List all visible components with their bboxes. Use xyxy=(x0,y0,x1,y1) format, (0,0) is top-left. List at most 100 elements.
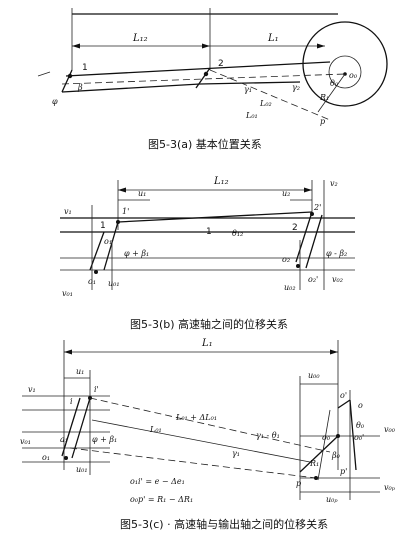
b-label-1: 1 xyxy=(100,221,106,231)
c-label-pprime: p' xyxy=(340,467,347,476)
a-link-1 xyxy=(61,69,73,93)
c-pin-o1 xyxy=(64,456,68,460)
a-arrow-right xyxy=(202,43,210,49)
b-label-o2p: o₂' xyxy=(308,275,318,284)
c-radius-a xyxy=(299,435,339,473)
figure-a: L₁₂ L₁ o₀ 1 2 φ β γ₁ γ₂ L₀₂ L₀₁ R₁ θ₀ p xyxy=(37,8,388,151)
b-label-u02: u₀₂ xyxy=(284,283,296,292)
a-radius-line xyxy=(317,73,346,113)
c-label-u1: u₁ xyxy=(76,367,84,376)
a-label-gamma1: γ₁ xyxy=(244,85,252,94)
a-shaft-lower xyxy=(61,83,201,93)
b-arrow-left xyxy=(118,187,126,193)
a-caption: 图5-3(a) 基本位置关系 xyxy=(148,137,262,151)
a-label-p: p xyxy=(320,117,325,126)
a-label-R1: R₁ xyxy=(319,93,329,102)
c-label-p: p xyxy=(296,479,301,488)
b-label-theta12: θ₁₂ xyxy=(232,229,243,238)
c-label-u00: u₀₀ xyxy=(308,371,320,380)
c-label-v0p: v₀ₚ xyxy=(384,483,396,492)
a-pin-1 xyxy=(67,73,73,79)
b-label-o2: o₂ xyxy=(282,255,290,264)
c-label-i: i xyxy=(70,397,73,406)
b-label-v2: v₂ xyxy=(330,179,338,188)
b-left-link-b xyxy=(103,221,119,271)
a-label-2: 2 xyxy=(218,59,224,69)
c-label-v00: v₀₀ xyxy=(384,425,396,434)
b-label-L12: L₁₂ xyxy=(213,176,229,187)
c-label-v01: v₀₁ xyxy=(20,437,31,446)
a-label-L02: L₀₂ xyxy=(259,99,272,108)
c-label-o0: o₀ xyxy=(322,433,331,442)
c-arrow-left xyxy=(64,349,72,355)
b-arrow-right xyxy=(304,187,312,193)
b-pin-2 xyxy=(310,212,314,216)
figure-b: L₁₂ u₁ u₂ 1 1' o₁ o₁' φ + β₁ u₀₁ v₁ v₀₁ … xyxy=(60,176,355,331)
b-pin-1 xyxy=(116,220,120,224)
c-label-o: o xyxy=(358,401,363,410)
a-small-tick xyxy=(37,71,51,77)
a-gear-outer xyxy=(302,21,388,107)
b-label-1prime: 1' xyxy=(122,207,129,216)
a-label-gamma2: γ₂ xyxy=(292,83,300,92)
c-solid-mid xyxy=(91,419,311,463)
c-label-R1: R₁ xyxy=(309,459,319,468)
c-dash-upper xyxy=(89,397,331,453)
a-shaft-lower2 xyxy=(199,81,301,85)
c-label-v1: v₁ xyxy=(28,385,36,394)
a-pin-2 xyxy=(203,71,209,77)
c-eq-2: o₀p' = R₁ − ΔR₁ xyxy=(130,495,193,504)
c-label-iprime: i' xyxy=(94,385,99,394)
c-label-o1: o₁ xyxy=(42,453,50,462)
a-gear-inner xyxy=(328,55,362,89)
c-arrow-right xyxy=(330,349,338,355)
b-pin-o2 xyxy=(296,264,300,268)
c-label-u0p: u₀ₚ xyxy=(326,495,338,504)
b-pin-o1 xyxy=(94,270,98,274)
c-label-a1: a₁ xyxy=(60,435,68,444)
b-label-2prime: 2' xyxy=(313,203,321,212)
c-radius-c xyxy=(349,399,357,471)
c-radius-b xyxy=(337,399,351,409)
b-label-v01: v₀₁ xyxy=(62,289,73,298)
b-label-u2: u₂ xyxy=(282,189,290,198)
a-link-2 xyxy=(195,67,211,89)
c-label-u01: u₀₁ xyxy=(76,465,88,474)
c-pin-p xyxy=(314,476,318,480)
a-label-phi: φ xyxy=(52,97,58,106)
c-eq-1: o₁i' = e − Δe₁ xyxy=(130,477,185,486)
c-label-gamma-theta: γ₁ - θ₁ xyxy=(256,431,280,440)
a-slant-line xyxy=(209,69,331,121)
a-center-line xyxy=(61,73,346,85)
b-label-o1p: o₁' xyxy=(104,237,114,246)
c-label-L01: L₀₁ xyxy=(149,425,162,434)
b-label-u1: u₁ xyxy=(138,189,146,198)
figure-c: L₁ u₁ v₁ v₀₁ i i' o₁ a₁ φ + β₁ u₀₁ L₀₁ +… xyxy=(20,338,396,531)
a-label-L12: L₁₂ xyxy=(132,33,148,44)
a-shaft-upper xyxy=(65,61,331,77)
b-label-v1: v₁ xyxy=(64,207,72,216)
c-caption: 图5-3(c) · 高速轴与输出轴之间的位移关系 xyxy=(120,517,328,531)
c-label-gamma1: γ₁ xyxy=(232,449,240,458)
c-label-L01-dL: L₀₁ + ΔL₀₁ xyxy=(175,413,217,422)
c-left-link-b xyxy=(61,397,81,457)
b-label-o1: o₁ xyxy=(88,277,96,286)
a-label-L1: L₁ xyxy=(267,33,279,44)
c-pin-o0 xyxy=(336,434,340,438)
b-link-line xyxy=(117,211,313,223)
a-label-theta0: θ₀ xyxy=(330,79,339,88)
a-label-o0: o₀ xyxy=(349,71,358,80)
a-arrow-L1 xyxy=(317,43,325,49)
b-label-i1: 1 xyxy=(206,227,212,237)
c-left-link-a xyxy=(71,397,91,459)
b-label-v02: v₀₂ xyxy=(332,275,343,284)
c-label-theta0: θ₀ xyxy=(356,421,365,430)
b-label-2: 2 xyxy=(292,223,298,233)
c-dash-lower xyxy=(69,447,317,479)
a-arrow-left xyxy=(72,43,80,49)
c-label-o0p: o₀' xyxy=(354,433,364,442)
b-label-u01: u₀₁ xyxy=(108,279,120,288)
b-label-phi-beta2: φ - β₂ xyxy=(326,249,347,258)
c-label-phi-beta1: φ + β₁ xyxy=(92,435,117,444)
